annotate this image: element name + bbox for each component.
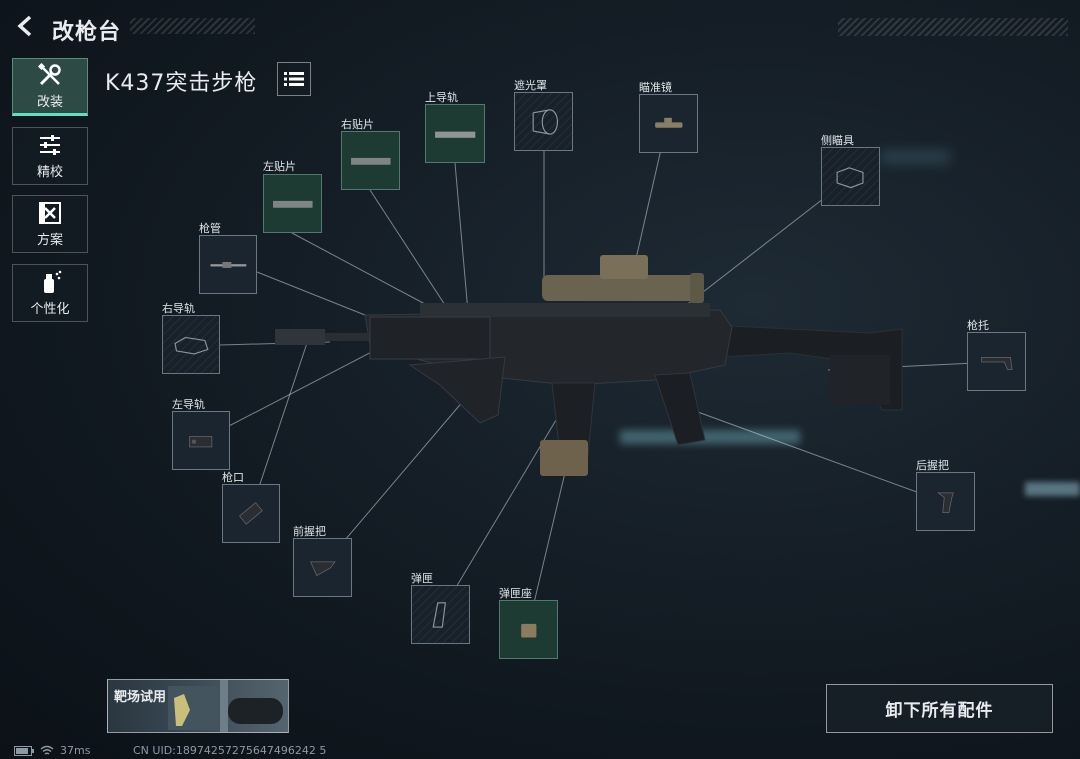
status-bar: 37ms (14, 744, 90, 757)
decor-stripes (130, 18, 255, 34)
shooting-range-label: 靶场试用 (114, 690, 167, 705)
weapon-name: K437突击步枪 (105, 71, 258, 96)
slot-box[interactable] (639, 94, 698, 153)
mag-well-icon (520, 623, 537, 638)
nav-label: 个性化 (30, 302, 70, 317)
slot-box[interactable] (916, 472, 975, 531)
slot-box[interactable] (821, 147, 880, 206)
spray-icon (44, 270, 62, 293)
nav-label: 改装 (36, 95, 63, 110)
rail-panel-icon (272, 200, 313, 208)
slot-box[interactable] (263, 174, 322, 233)
slot-label: 枪托 (967, 319, 989, 332)
foregrip-icon (309, 561, 336, 576)
slot-label: 左导轨 (172, 398, 205, 411)
slot-box[interactable] (162, 315, 220, 374)
slot-box[interactable] (499, 600, 558, 659)
shooting-range-button[interactable]: 靶场试用 (107, 679, 289, 733)
rail-outline-icon (173, 336, 209, 355)
tools-icon (37, 62, 61, 86)
pistol-grip-icon (936, 491, 954, 513)
background-light (880, 150, 950, 164)
side-sight-outline-icon (836, 166, 864, 188)
user-uid: CN UID:18974257275647496242 5 (133, 744, 327, 757)
nav-label: 方案 (36, 233, 63, 248)
laser-module-icon (188, 435, 212, 447)
magazine-outline-icon (432, 601, 446, 628)
lens-hood-outline-icon (532, 108, 558, 135)
slot-label: 枪口 (222, 471, 244, 484)
wifi-icon (40, 745, 54, 755)
background-light (1025, 482, 1080, 496)
slot-box[interactable] (199, 235, 257, 294)
slot-label: 遮光罩 (514, 79, 547, 92)
nav-item-tuning[interactable]: 精校 (12, 127, 88, 185)
slot-label: 后握把 (916, 459, 949, 472)
slot-box[interactable] (514, 92, 573, 151)
rail-panel-icon (350, 157, 391, 165)
muzzle-brake-icon (238, 501, 263, 525)
nav-label: 精校 (36, 165, 63, 180)
slot-label: 左贴片 (263, 160, 296, 173)
weapon-model (275, 255, 903, 476)
slot-box[interactable] (172, 411, 230, 470)
nav-item-personalize[interactable]: 个性化 (12, 264, 88, 322)
slot-label: 弹匣 (411, 572, 433, 585)
nav-item-plans[interactable]: 方案 (12, 195, 88, 253)
slot-label: 枪管 (199, 222, 221, 235)
slot-label: 前握把 (293, 525, 326, 538)
slot-box[interactable] (411, 585, 470, 644)
back-arrow-icon[interactable] (14, 14, 38, 38)
slot-box[interactable] (967, 332, 1026, 391)
slot-label: 侧瞄具 (821, 134, 854, 147)
slot-box[interactable] (341, 131, 400, 190)
slot-box[interactable] (293, 538, 352, 597)
sliders-icon (40, 135, 60, 155)
decor-stripes (838, 18, 1068, 36)
page-title: 改枪台 (52, 20, 122, 45)
blueprint-icon (39, 202, 61, 224)
slot-label: 上导轨 (425, 91, 458, 104)
slot-label: 右贴片 (341, 118, 374, 131)
ping-text: 37ms (60, 744, 91, 757)
slot-box[interactable] (222, 484, 280, 543)
slot-label: 瞄准镜 (639, 81, 672, 94)
slot-box[interactable] (425, 104, 485, 163)
slot-label: 弹匣座 (499, 587, 532, 600)
slot-label: 右导轨 (162, 302, 195, 315)
range-preview-image (168, 680, 283, 732)
barrel-icon (210, 261, 246, 268)
rail-icon (434, 131, 476, 138)
weapon-list-button[interactable] (277, 62, 311, 96)
battery-icon (14, 745, 34, 756)
header: 改枪台 (0, 0, 1080, 52)
scope-icon (654, 117, 683, 128)
nav-item-modify[interactable]: 改装 (12, 58, 88, 116)
stock-icon (980, 356, 1013, 370)
unequip-all-button[interactable]: 卸下所有配件 (826, 684, 1053, 733)
list-icon (284, 72, 304, 86)
